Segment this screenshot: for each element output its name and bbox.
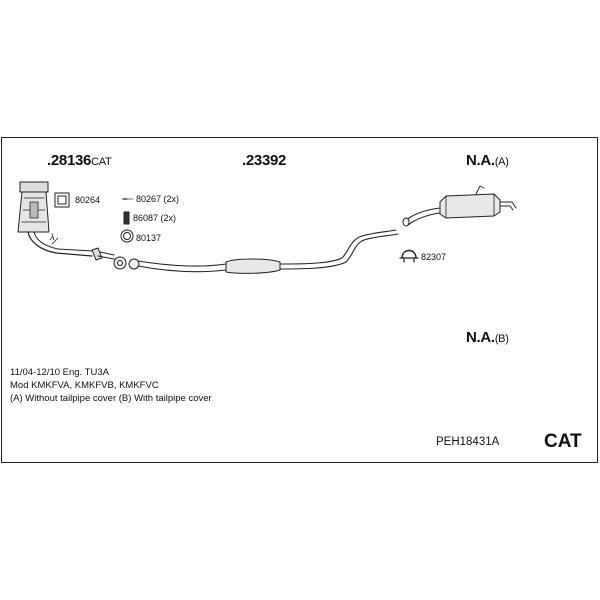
catalyst-suffix: CAT: [91, 156, 112, 168]
middle-pipe-label: .23392: [242, 152, 287, 169]
gasket-label: 80264: [75, 195, 101, 205]
ring-icon: [120, 229, 134, 243]
note-line-2: Mod KMKFVA, KMKFVB, KMKFVC: [10, 380, 159, 391]
cat-label: CAT: [544, 431, 582, 452]
rear-silencer-suffix: (A): [494, 156, 509, 168]
rear-silencer-icon: [402, 185, 517, 227]
tail-cover-number: N.A.: [466, 329, 495, 346]
spring-icon: [123, 211, 130, 225]
catalyst-label: .28136CAT: [47, 152, 112, 169]
diagram-frame: [1, 137, 598, 463]
tail-cover-label: N.A.(B): [466, 330, 509, 345]
springs-label: 86087 (2x): [133, 213, 177, 223]
note-line-1: 11/04-12/10 Eng. TU3A: [10, 367, 109, 378]
clamp-bolts-label: 80267 (2x): [136, 194, 180, 204]
gasket-icon: [54, 192, 70, 208]
catalyst-number: .28136: [47, 152, 92, 169]
ring-label: 80137: [136, 233, 162, 243]
kit-code: PEH18431A: [436, 436, 500, 448]
rear-silencer-label: N.A.(A): [466, 153, 509, 168]
middle-pipe-icon: [128, 229, 399, 274]
catalytic-converter-icon: [17, 181, 127, 270]
rear-silencer-number: N.A.: [466, 152, 495, 169]
note-line-3: (A) Without tailpipe cover (B) With tail…: [10, 393, 212, 404]
tail-cover-suffix: (B): [494, 333, 509, 345]
clamp-icon: [399, 249, 419, 263]
clamp-label: 82307: [421, 252, 447, 262]
lambda-symbol: λ: [50, 232, 55, 242]
